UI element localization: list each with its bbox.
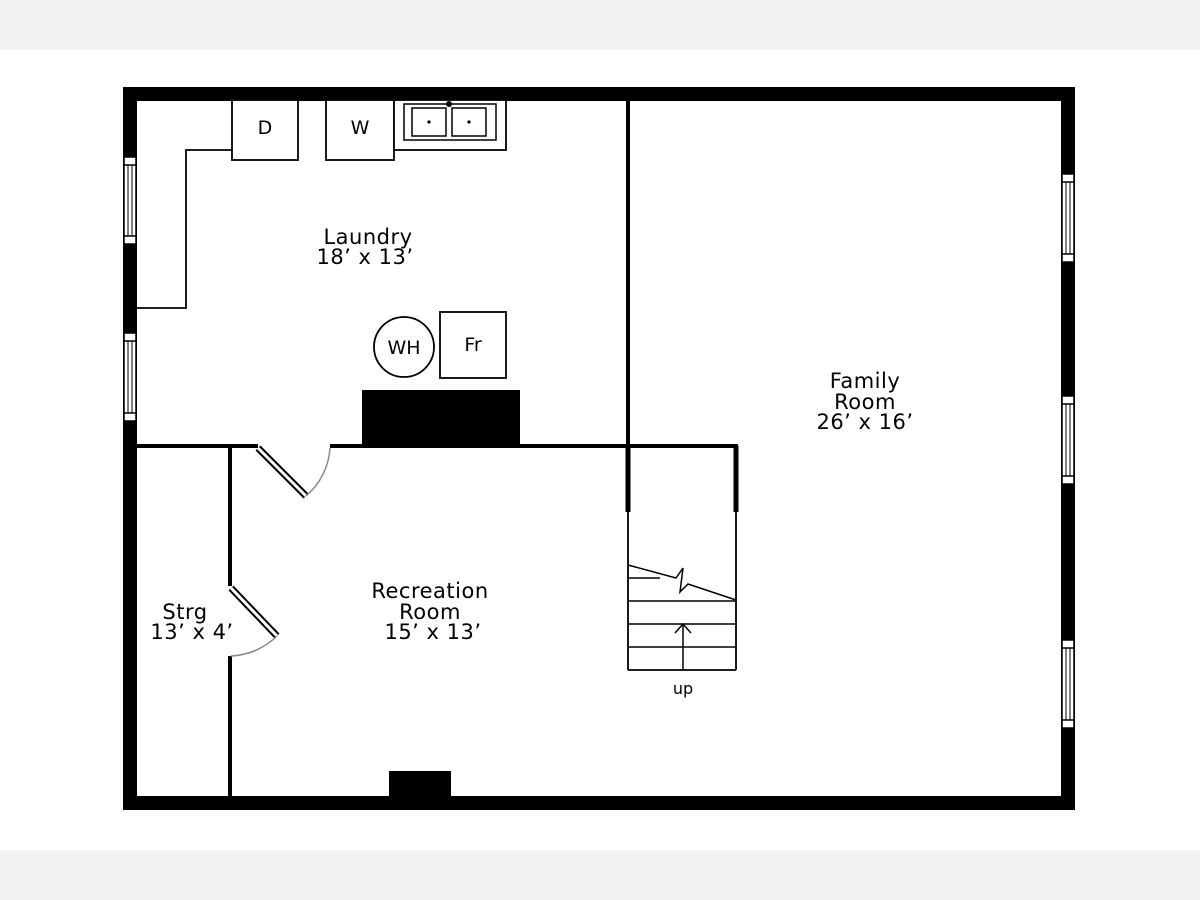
window-right-middle	[1061, 395, 1075, 485]
storage-size: 13’ x 4’	[150, 620, 233, 644]
stairs	[627, 512, 737, 671]
window-right-lower	[1061, 639, 1075, 729]
window-left-lower	[123, 332, 137, 422]
window-left-upper	[123, 156, 137, 245]
dryer: D	[231, 99, 299, 161]
furnace-label: Fr	[464, 334, 482, 356]
furnace: Fr	[439, 311, 507, 379]
storage-name: Strg	[162, 600, 207, 624]
chimney-block	[362, 390, 520, 448]
laundry-counter	[136, 149, 232, 309]
laundry-name: Laundry	[323, 225, 412, 249]
door-storage	[228, 585, 280, 657]
room-storage: Strg 13’ x 4’	[150, 600, 233, 644]
room-laundry: Laundry 18’ x 13’	[316, 225, 413, 269]
water-heater-label: WH	[387, 337, 420, 359]
laundry-sink	[393, 99, 507, 151]
family-name-line2: Room	[834, 390, 896, 414]
recreation-name-line1: Recreation	[371, 579, 488, 603]
hearth-block	[389, 771, 451, 799]
washer-label: W	[351, 117, 370, 139]
recreation-size: 15’ x 13’	[384, 620, 481, 644]
stairs-direction-label: up	[673, 679, 693, 698]
family-name-line1: Family	[830, 369, 901, 393]
recreation-name-line2: Room	[399, 600, 461, 624]
laundry-size: 18’ x 13’	[316, 245, 413, 269]
door-laundry	[255, 445, 331, 499]
washer: W	[325, 99, 395, 161]
room-recreation: Recreation Room 15’ x 13’	[371, 579, 488, 644]
floor-plan-canvas: D W WH Fr	[0, 50, 1200, 850]
window-right-upper	[1061, 173, 1075, 263]
floor-plan: D W WH Fr	[123, 87, 1075, 810]
exterior-wall	[123, 87, 1075, 810]
family-size: 26’ x 16’	[816, 410, 913, 434]
room-family: Family Room 26’ x 16’	[816, 369, 913, 434]
dryer-label: D	[258, 117, 273, 139]
water-heater: WH	[373, 316, 435, 378]
